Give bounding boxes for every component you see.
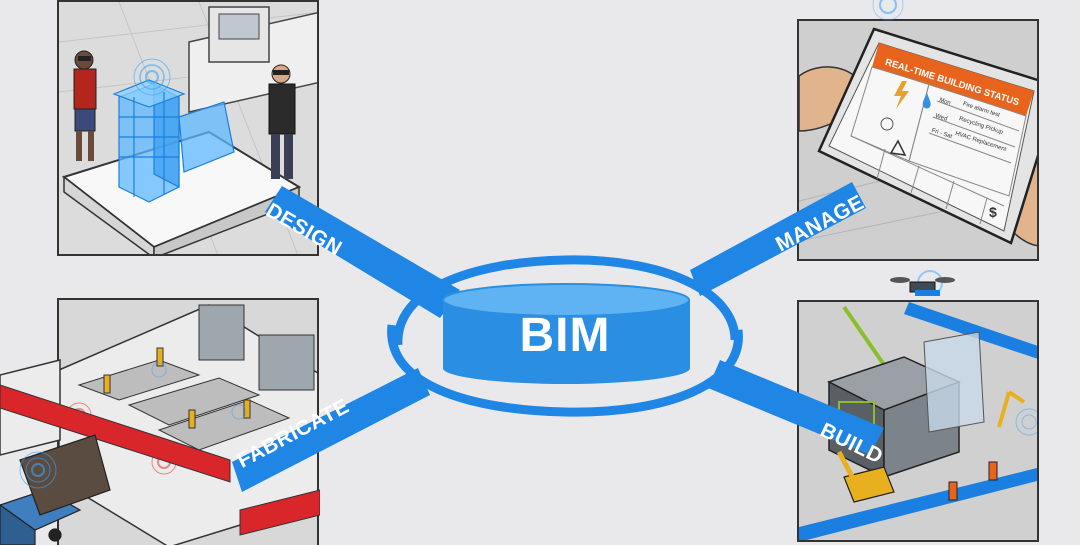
bulb-icon <box>880 117 894 131</box>
warning-icon <box>889 139 907 156</box>
wifi-signal-icon <box>19 451 57 489</box>
tablet-icon: $ <box>817 27 1037 245</box>
lightning-icon <box>894 81 909 109</box>
dollar-icon: $ <box>989 204 997 220</box>
factory-wall-illustration <box>0 359 320 545</box>
robot-arm-icon <box>103 347 251 429</box>
designer-figure-2 <box>268 64 296 179</box>
crane-icon <box>842 305 891 374</box>
bim-label: BIM <box>519 309 611 362</box>
build-band <box>708 360 884 455</box>
worker-figures <box>948 461 998 501</box>
bim-ring-front <box>387 324 743 417</box>
bim-database-cylinder <box>442 283 690 384</box>
truck-icon <box>0 434 111 545</box>
hologram-building-icon <box>112 79 235 203</box>
drone-icon <box>890 270 955 296</box>
manage-panel: $ REAL-TIME BUILDING STATUS Mon Fire ala… <box>797 19 1039 261</box>
designer-figure-1 <box>73 50 97 161</box>
fabricate-band <box>232 368 430 492</box>
design-band <box>265 186 460 318</box>
excavator-icon <box>836 450 895 503</box>
design-panel <box>57 0 319 256</box>
manage-scene-illustration: $ <box>799 21 1037 259</box>
wifi-signal-icon <box>872 0 904 21</box>
bim-ring-back <box>393 255 740 346</box>
water-drop-icon <box>922 93 931 109</box>
design-scene-illustration <box>59 2 317 254</box>
wifi-signal-icon <box>133 58 171 96</box>
robot-arm-icon <box>997 390 1026 428</box>
manage-band <box>690 182 866 296</box>
wifi-signal-icon <box>1015 408 1037 436</box>
